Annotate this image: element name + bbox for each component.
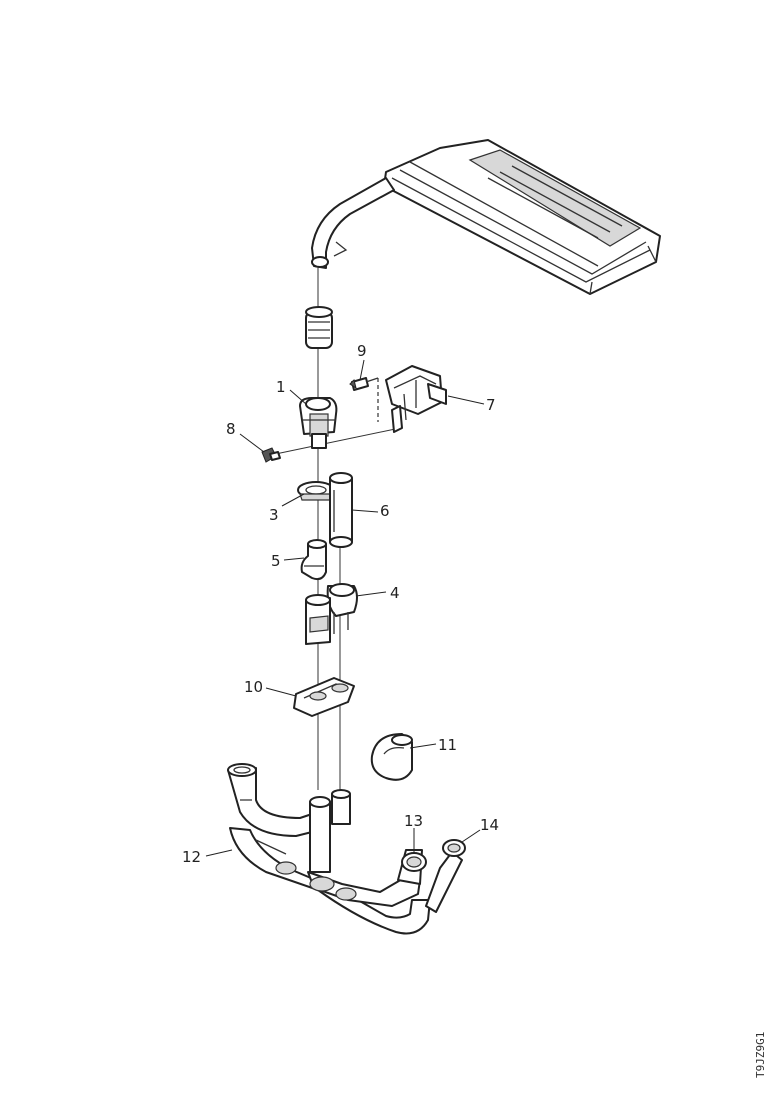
grommet-part-13 — [401, 852, 427, 872]
callout-5: 5 — [271, 552, 281, 570]
callout-7: 7 — [486, 396, 496, 414]
bolt-part-8 — [261, 447, 281, 463]
callout-11: 11 — [438, 736, 457, 754]
valve-body-part-1 — [299, 397, 338, 449]
cap-part-14 — [442, 839, 466, 857]
valve-part-4 — [305, 583, 358, 645]
callout-13: 13 — [404, 812, 423, 830]
heater-outlet-pipe — [311, 177, 395, 269]
pipe-part-6 — [329, 472, 353, 548]
heater-core — [383, 139, 661, 295]
pipe-assembly-part-12 — [227, 763, 463, 935]
bracket-part-7 — [385, 365, 447, 433]
leader-lines — [205, 359, 485, 857]
screw-part-9 — [349, 377, 379, 391]
callout-4: 4 — [390, 584, 400, 602]
callout-1: 1 — [276, 378, 286, 396]
callout-3: 3 — [269, 506, 279, 524]
callout-8: 8 — [226, 420, 236, 438]
callout-14: 14 — [480, 816, 499, 834]
callout-12: 12 — [182, 848, 201, 866]
figure-code: T9JZ9G1 — [754, 1032, 767, 1078]
clamp-part-3 — [297, 481, 335, 501]
callout-10: 10 — [244, 678, 263, 696]
hose-elbow-part-11 — [370, 733, 413, 781]
callout-9: 9 — [357, 342, 367, 360]
base-plate-part-10 — [293, 677, 355, 717]
callout-6: 6 — [380, 502, 390, 520]
elbow-part-5 — [300, 539, 327, 581]
hose-coupling — [305, 306, 333, 349]
